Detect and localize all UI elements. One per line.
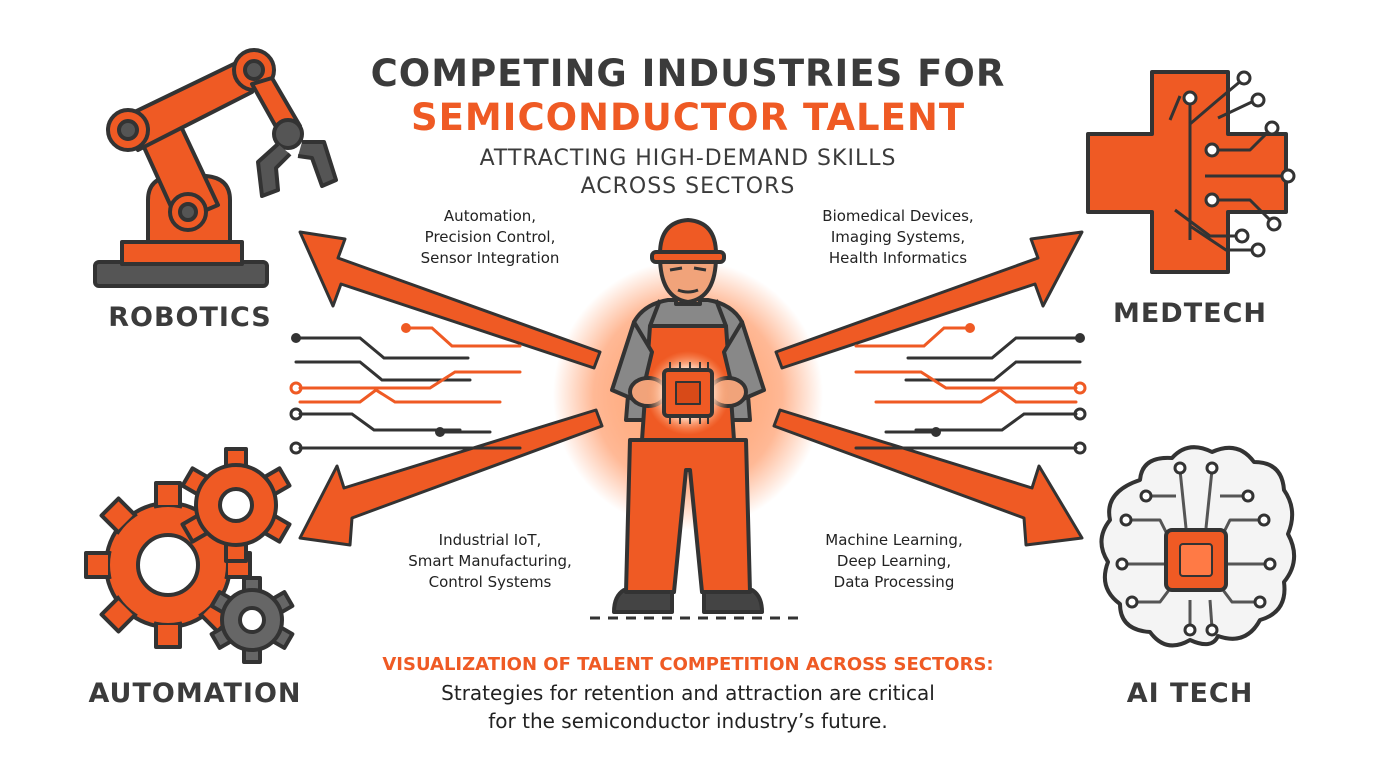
- gears-icon: [84, 447, 295, 664]
- automation-skill-1: Industrial IoT,: [438, 531, 542, 549]
- title-line-2: SEMICONDUCTOR TALENT: [410, 96, 966, 139]
- medtech-skill-1: Biomedical Devices,: [822, 207, 974, 225]
- worker-holding-chip-icon: [610, 218, 766, 614]
- medical-cross-circuit-icon: [1086, 70, 1296, 274]
- aitech-skill-3: Data Processing: [833, 573, 955, 591]
- circuit-traces-left: [289, 323, 522, 455]
- medtech-skill-2: Imaging Systems,: [830, 228, 966, 246]
- medtech-skills: Biomedical Devices, Imaging Systems, Hea…: [788, 206, 1008, 269]
- robot-arm-icon: [93, 48, 338, 288]
- footer-headline: VISUALIZATION OF TALENT COMPETITION ACRO…: [382, 654, 994, 675]
- aitech-label: AI TECH: [1126, 678, 1254, 709]
- arrow-automation: [298, 408, 604, 547]
- footer-line-1: Strategies for retention and attraction …: [441, 681, 935, 705]
- aitech-skill-2: Deep Learning,: [836, 552, 952, 570]
- automation-label: AUTOMATION: [88, 678, 302, 709]
- arrow-robotics: [298, 230, 602, 370]
- robotics-label: ROBOTICS: [108, 302, 272, 333]
- automation-skills: Industrial IoT, Smart Manufacturing, Con…: [380, 530, 600, 593]
- medtech-label: MEDTECH: [1113, 298, 1267, 329]
- circuit-traces-right: [854, 323, 1087, 455]
- robotics-skill-1: Automation,: [443, 207, 537, 225]
- robotics-skills: Automation, Precision Control, Sensor In…: [380, 206, 600, 269]
- aitech-skills: Machine Learning, Deep Learning, Data Pr…: [784, 530, 1004, 593]
- subtitle-line-2: ACROSS SECTORS: [580, 174, 796, 199]
- medtech-skill-3: Health Informatics: [828, 249, 968, 267]
- automation-skill-3: Control Systems: [428, 573, 552, 591]
- footer-line-2: for the semiconductor industry’s future.: [488, 709, 888, 733]
- aitech-skill-1: Machine Learning,: [825, 531, 963, 549]
- robotics-skill-2: Precision Control,: [424, 228, 556, 246]
- subtitle-line-1: ATTRACTING HIGH-DEMAND SKILLS: [479, 146, 897, 171]
- arrow-medtech: [774, 230, 1084, 370]
- brain-chip-icon: [1099, 445, 1296, 648]
- title-line-1: COMPETING INDUSTRIES FOR: [370, 52, 1006, 95]
- arrow-aitech: [772, 408, 1084, 547]
- automation-skill-2: Smart Manufacturing,: [408, 552, 572, 570]
- robotics-skill-3: Sensor Integration: [420, 249, 560, 267]
